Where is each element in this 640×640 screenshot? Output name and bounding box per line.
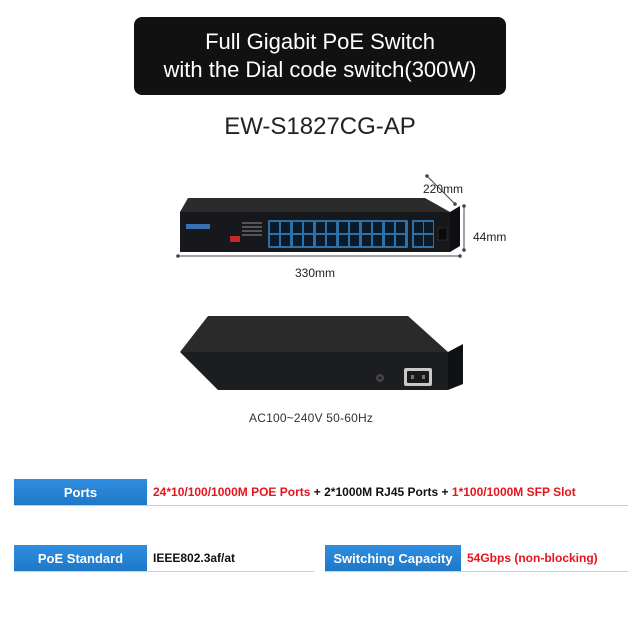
plus-sign-1: + <box>310 485 325 499</box>
switch-front-view: 220mm 44mm 330mm <box>160 170 530 290</box>
poe-standard-divider <box>14 571 314 572</box>
height-dimension: 44mm <box>473 230 507 244</box>
switch-back-view <box>178 300 468 410</box>
switching-capacity-value: 54Gbps (non-blocking) <box>467 551 598 565</box>
ports-row: Ports 24*10/100/1000M POE Ports + 2*1000… <box>14 479 576 505</box>
ports-label: Ports <box>14 479 147 505</box>
switch-front-image <box>176 174 466 258</box>
depth-dimension: 220mm <box>423 182 464 196</box>
switching-capacity-label: Switching Capacity <box>325 545 461 571</box>
title-line-1: Full Gigabit PoE Switch <box>205 29 435 54</box>
poe-standard-row: PoE Standard IEEE802.3af/at <box>14 545 235 571</box>
ports-row-divider <box>14 505 628 506</box>
poe-standard-value: IEEE802.3af/at <box>153 551 236 565</box>
plus-sign-2: + <box>438 485 452 499</box>
poe-ports-text: 24*10/100/1000M POE Ports <box>153 485 311 499</box>
title-banner: Full Gigabit PoE Switch with the Dial co… <box>134 17 506 95</box>
width-dimension: 330mm <box>295 266 336 280</box>
model-number: EW-S1827CG-AP <box>224 113 416 140</box>
switch-back-image <box>180 316 463 390</box>
power-spec-label: AC100~240V 50-60Hz <box>249 411 374 425</box>
sfp-slot-text: 1*100/1000M SFP Slot <box>451 485 576 499</box>
switching-capacity-divider <box>325 571 628 572</box>
switching-capacity-row: Switching Capacity 54Gbps (non-blocking) <box>325 545 598 571</box>
ports-value: 24*10/100/1000M POE Ports + 2*1000M RJ45… <box>147 485 576 499</box>
rj45-ports-text: 2*1000M RJ45 Ports <box>324 485 439 499</box>
title-line-2: with the Dial code switch(300W) <box>163 57 477 82</box>
poe-standard-label: PoE Standard <box>14 545 147 571</box>
